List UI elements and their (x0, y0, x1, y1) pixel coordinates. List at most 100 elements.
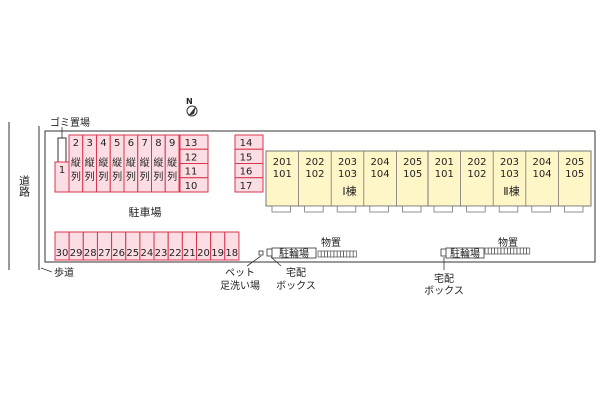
storage-unit (497, 247, 502, 255)
parking-note: 列 (85, 170, 95, 183)
storage-unit (513, 247, 518, 255)
building-name: Ⅰ棟 (342, 184, 356, 198)
unit-number: 102 (467, 169, 486, 180)
unit-number: 104 (533, 169, 552, 180)
parking-space-number: 17 (240, 181, 253, 192)
parking-label: 駐車場 (129, 205, 162, 219)
parking-note: 列 (98, 170, 108, 183)
parking-space-number: 5 (114, 138, 120, 149)
storage-unit (320, 250, 325, 258)
delivery-box-2-label-2: ボックス (424, 285, 464, 297)
pet-wash-marker (258, 250, 264, 256)
parking-space-number: 18 (225, 248, 238, 259)
parking-note: 縦 (140, 156, 150, 169)
storage-unit (336, 250, 341, 258)
unit-number: 105 (565, 169, 584, 180)
parking-space-number: 12 (185, 152, 198, 163)
road-label: 道路 (18, 174, 31, 198)
parking-space-number: 2 (73, 138, 79, 149)
unit-number: 204 (533, 157, 552, 168)
parking-space-number: 1 (59, 165, 65, 176)
unit-number: 202 (467, 157, 486, 168)
unit-number: 201 (435, 157, 454, 168)
pet-wash-label-1: ペット (225, 268, 255, 279)
parking-note: 縦 (98, 156, 108, 169)
parking-note: 縦 (85, 156, 95, 169)
storage-unit (327, 250, 332, 258)
parking-space-number: 6 (128, 138, 134, 149)
delivery-box-2-label-1: 宅配 (434, 272, 454, 285)
sidewalk-leader (40, 267, 53, 273)
parking-note: 列 (153, 170, 163, 183)
unit-number: 205 (403, 157, 422, 168)
storage-unit (507, 247, 511, 255)
storage-unit (491, 247, 495, 255)
unit-number: 205 (565, 157, 584, 168)
north-arrow-icon: N (186, 97, 198, 117)
parking-space-number: 3 (86, 138, 92, 149)
parking-space-number: 30 (56, 248, 69, 259)
building-name: Ⅱ棟 (503, 184, 519, 198)
parking-space-number: 11 (185, 167, 198, 178)
delivery-box-1-leader (270, 256, 282, 267)
entrance (531, 205, 551, 213)
parking-note: 縦 (112, 156, 122, 169)
parking-note: 縦 (126, 156, 136, 169)
parking-space (179, 177, 209, 193)
sidewalk-label: 歩道 (54, 266, 74, 279)
building-outline (427, 150, 592, 207)
parking-note: 列 (71, 170, 81, 183)
bicycle-parking-2-label: 駐輪場 (450, 247, 480, 260)
unit-number: 201 (273, 157, 292, 168)
parking-space-number: 4 (100, 138, 106, 149)
bicycle-parking-1 (271, 247, 317, 259)
parking-note: 列 (167, 170, 177, 183)
unit-number: 202 (305, 157, 324, 168)
storage-unit (330, 250, 335, 258)
storage-unit (349, 250, 354, 258)
entrance (498, 205, 519, 213)
unit-number: 204 (371, 157, 390, 168)
parking-space-number: 24 (141, 248, 154, 259)
site-boundary (44, 130, 596, 263)
entrance (271, 205, 292, 213)
parking-note: 縦 (153, 156, 163, 169)
storage-unit (516, 247, 521, 255)
parking-note: 列 (140, 170, 150, 183)
storage-1 (317, 250, 357, 258)
storage-unit (324, 250, 328, 258)
storage-unit (526, 247, 531, 255)
storage-unit (346, 250, 351, 258)
unit-number: 105 (403, 169, 422, 180)
entrance (401, 205, 422, 213)
storage-unit (523, 247, 527, 255)
storage-2 (484, 247, 531, 255)
storage-2-label: 物置 (498, 236, 518, 249)
parking-space (234, 177, 264, 193)
unit-number: 103 (338, 169, 357, 180)
parking-space-number: 29 (70, 248, 83, 259)
parking-note: 列 (126, 170, 136, 183)
delivery-box-1-label-2: ボックス (276, 280, 316, 292)
parking-space-number: 27 (98, 248, 111, 259)
parking-note: 縦 (167, 156, 177, 169)
parking-space-number: 28 (84, 248, 97, 259)
storage-unit (500, 247, 505, 255)
storage-1-label: 物置 (321, 236, 341, 249)
parking-space (224, 231, 240, 261)
parking-space-number: 15 (240, 152, 253, 163)
unit-number: 203 (338, 157, 357, 168)
parking-note: 列 (112, 170, 122, 183)
garbage-label: ゴミ置場 (50, 116, 90, 129)
storage-unit (503, 247, 508, 255)
pet-wash-leader (246, 255, 262, 267)
parking-space-number: 14 (240, 138, 253, 149)
parking-space-number: 9 (169, 138, 175, 149)
unit-number: 203 (500, 157, 519, 168)
parking-note: 縦 (71, 156, 81, 169)
storage-unit (484, 247, 489, 255)
entrance (369, 205, 389, 213)
unit-number: 104 (371, 169, 390, 180)
parking-space-number: 16 (240, 167, 253, 178)
